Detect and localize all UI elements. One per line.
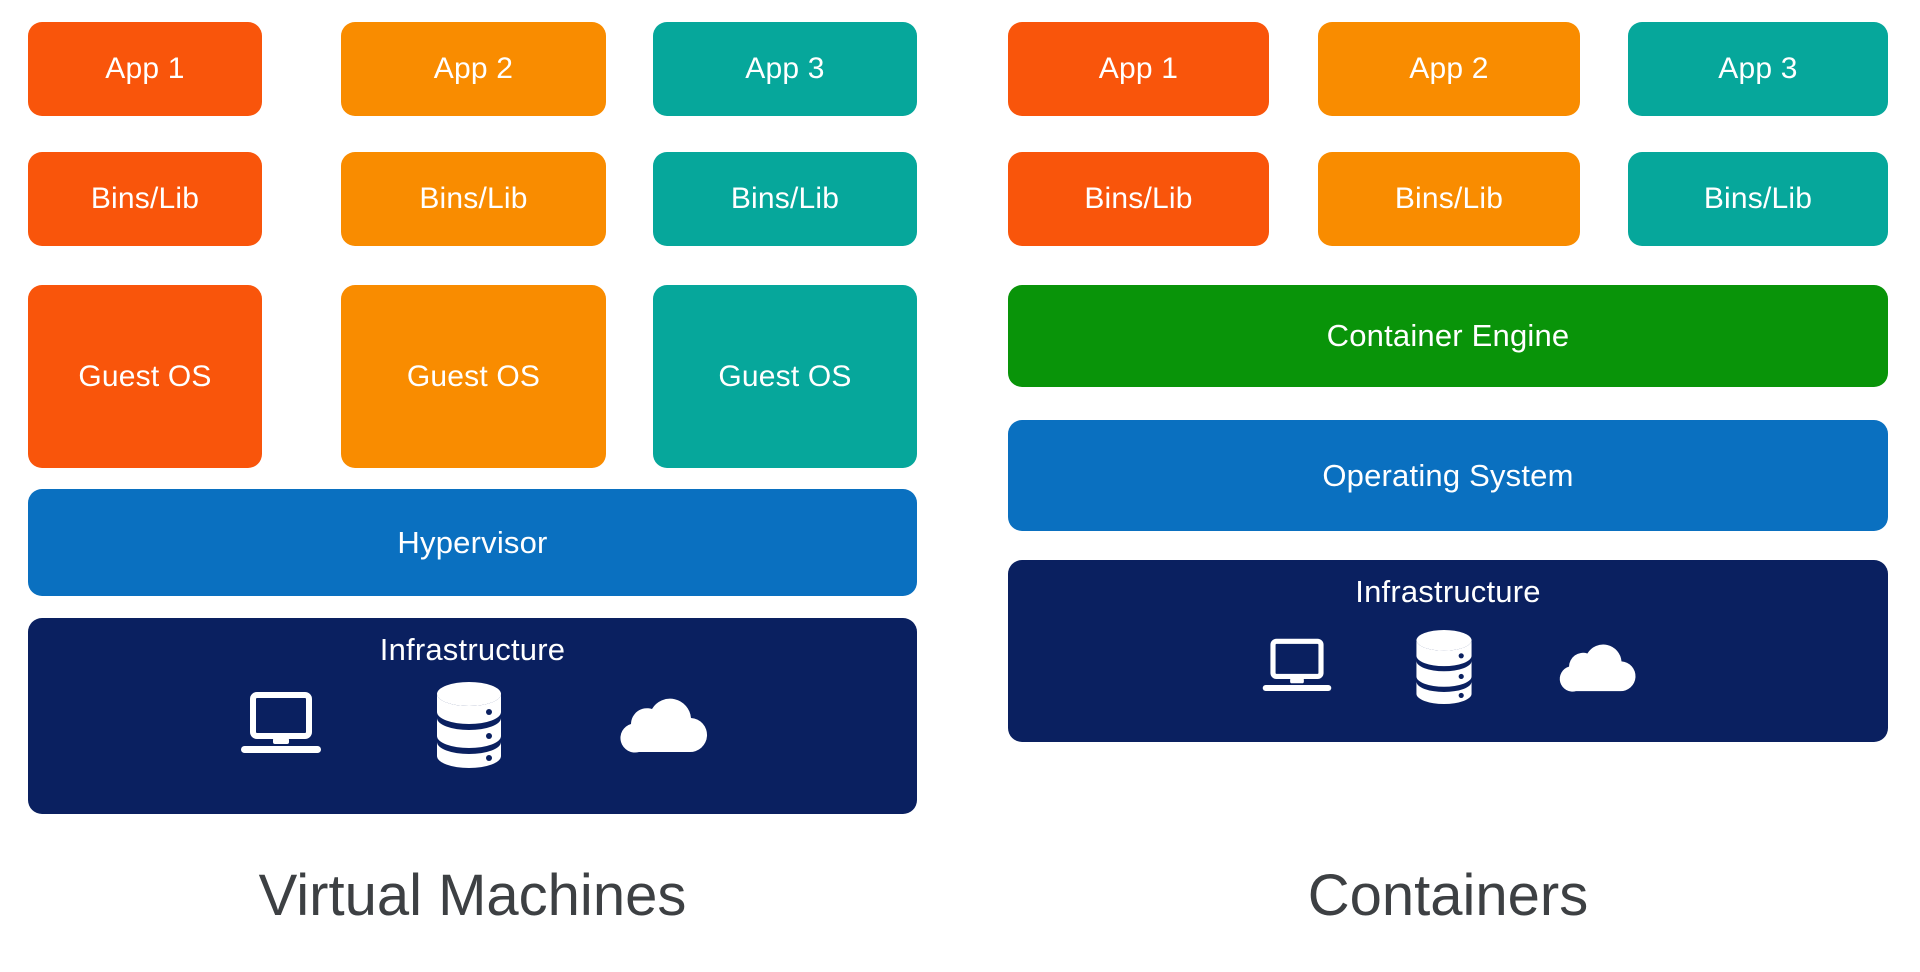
vm-guest-os-3-block[interactable]: Guest OS — [653, 285, 917, 468]
cloud-icon — [615, 694, 711, 756]
container-app-3-block[interactable]: App 3 — [1628, 22, 1888, 116]
database-icon — [1413, 628, 1475, 706]
container-app-1-label: App 1 — [1098, 52, 1179, 85]
vm-hypervisor-block[interactable]: Hypervisor — [28, 489, 917, 596]
virtual-machines-title-text: Virtual Machines — [258, 863, 687, 928]
database-icon — [433, 680, 505, 770]
vm-guest-os-2-label: Guest OS — [406, 359, 541, 393]
container-engine-label: Container Engine — [1326, 318, 1570, 353]
container-app-3-label: App 3 — [1718, 52, 1798, 85]
container-operating-system-label: Operating System — [1322, 457, 1574, 493]
vm-bins-1-block[interactable]: Bins/Lib — [28, 152, 262, 246]
containers-title-text: Containers — [1307, 863, 1589, 928]
container-bins-2-label: Bins/Lib — [1394, 182, 1504, 215]
container-app-2-label: App 2 — [1409, 52, 1489, 85]
container-operating-system-block[interactable]: Operating System — [1008, 420, 1888, 531]
vm-guest-os-1-block[interactable]: Guest OS — [28, 285, 262, 468]
container-bins-3-label: Bins/Lib — [1703, 182, 1813, 215]
virtual-machines-title: Virtual Machines — [28, 862, 917, 929]
vm-app-2-block[interactable]: App 2 — [341, 22, 606, 116]
vm-bins-2-label: Bins/Lib — [419, 182, 528, 215]
vm-bins-3-label: Bins/Lib — [730, 182, 840, 215]
vm-app-3-block[interactable]: App 3 — [653, 22, 917, 116]
laptop-icon — [239, 691, 323, 759]
cloud-icon — [1555, 640, 1639, 695]
laptop-icon — [1261, 637, 1333, 697]
vm-infrastructure-icon-row — [235, 680, 715, 770]
vm-hypervisor-label: Hypervisor — [397, 524, 548, 560]
containers-title: Containers — [1008, 862, 1888, 929]
vm-infrastructure-label: Infrastructure — [379, 632, 566, 667]
vm-bins-1-label: Bins/Lib — [90, 182, 200, 215]
vm-guest-os-1-label: Guest OS — [78, 359, 212, 393]
vm-guest-os-3-label: Guest OS — [718, 359, 852, 393]
vm-bins-2-block[interactable]: Bins/Lib — [341, 152, 606, 246]
container-bins-1-label: Bins/Lib — [1084, 182, 1193, 215]
vm-app-3-label: App 3 — [745, 52, 825, 85]
container-infrastructure-icon-row — [1240, 622, 1660, 712]
container-engine-block[interactable]: Container Engine — [1008, 285, 1888, 387]
vm-app-2-label: App 2 — [433, 52, 514, 85]
vm-guest-os-2-block[interactable]: Guest OS — [341, 285, 606, 468]
container-app-2-block[interactable]: App 2 — [1318, 22, 1580, 116]
vm-bins-3-block[interactable]: Bins/Lib — [653, 152, 917, 246]
vm-app-1-block[interactable]: App 1 — [28, 22, 262, 116]
container-app-1-block[interactable]: App 1 — [1008, 22, 1269, 116]
container-infrastructure-label: Infrastructure — [1355, 574, 1541, 609]
container-bins-2-block[interactable]: Bins/Lib — [1318, 152, 1580, 246]
container-bins-1-block[interactable]: Bins/Lib — [1008, 152, 1269, 246]
container-bins-3-block[interactable]: Bins/Lib — [1628, 152, 1888, 246]
vm-app-1-label: App 1 — [105, 52, 185, 85]
